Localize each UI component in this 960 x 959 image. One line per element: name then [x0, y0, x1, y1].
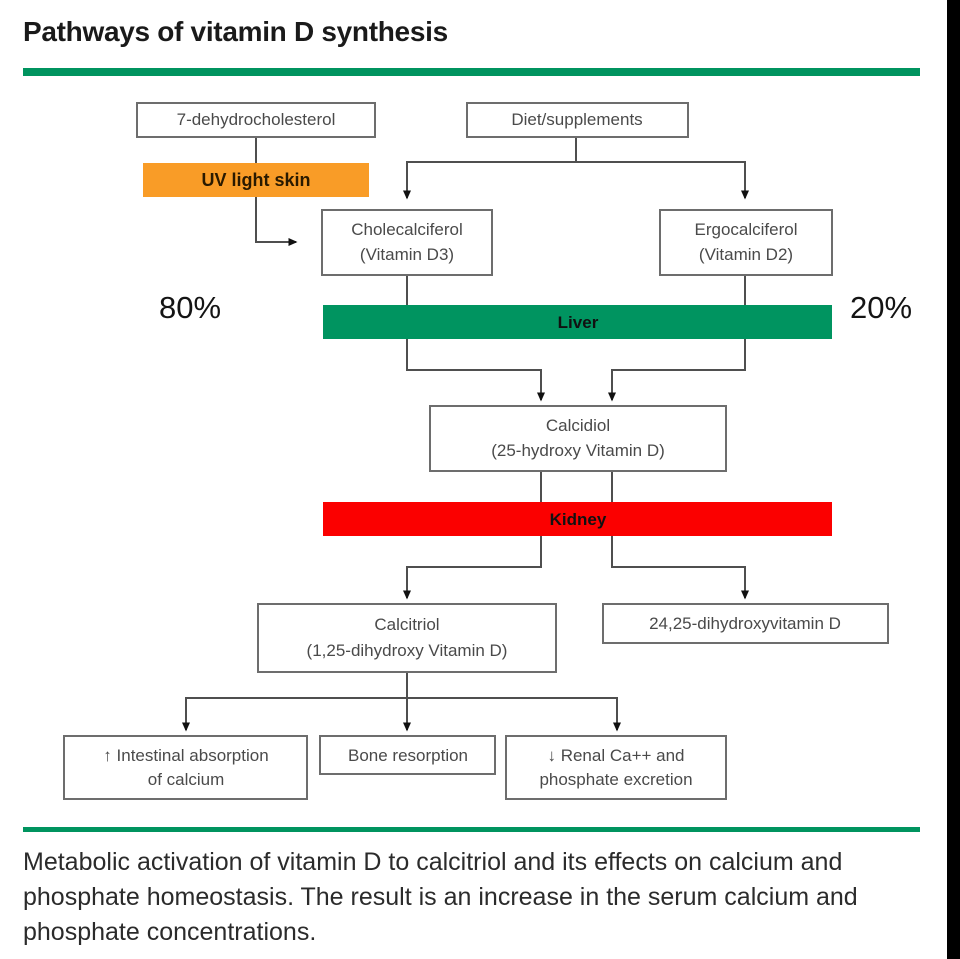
- node-label-line2: (1,25-dihydroxy Vitamin D): [307, 641, 508, 660]
- node-label-line1: Calcidiol: [546, 416, 610, 435]
- node-renal-excretion[interactable]: ↓ Renal Ca++ and phosphate excretion: [505, 735, 727, 800]
- annotation-20-percent: 20%: [850, 290, 913, 325]
- node-label-line2: (25-hydroxy Vitamin D): [491, 441, 665, 460]
- node-label-line1: Ergocalciferol: [695, 220, 798, 239]
- page-title: Pathways of vitamin D synthesis: [23, 16, 448, 47]
- node-label-line2: of calcium: [148, 770, 225, 789]
- node-calcitriol[interactable]: Calcitriol (1,25-dihydroxy Vitamin D): [257, 603, 557, 673]
- connector-diet-split: [403, 137, 577, 200]
- node-label-line1: Calcitriol: [374, 615, 439, 634]
- bar-liver[interactable]: Liver: [323, 305, 832, 339]
- node-label-line1: ↑ Intestinal absorption: [103, 746, 268, 765]
- right-edge-strip: [947, 0, 960, 959]
- divider-bottom: [23, 827, 920, 832]
- bar-label: Kidney: [550, 510, 607, 529]
- vitamin-d-flowchart: 7-dehydrocholesterol Diet/supplements UV…: [0, 80, 947, 825]
- connector-diet-to-ergocalciferol: [576, 161, 749, 200]
- node-ergocalciferol[interactable]: Ergocalciferol (Vitamin D2): [659, 209, 833, 276]
- bar-uv-light-skin[interactable]: UV light skin: [143, 163, 369, 197]
- annotation-80-percent: 80%: [159, 290, 222, 325]
- node-label-line1: ↓ Renal Ca++ and: [547, 746, 684, 765]
- bar-label: UV light skin: [201, 170, 310, 190]
- node-label: Bone resorption: [348, 746, 468, 765]
- divider-top: [23, 68, 920, 76]
- node-cholecalciferol[interactable]: Cholecalciferol (Vitamin D3): [321, 209, 493, 276]
- node-bone-resorption[interactable]: Bone resorption: [319, 735, 496, 775]
- node-diet-supplements[interactable]: Diet/supplements: [466, 102, 689, 138]
- bar-kidney[interactable]: Kidney: [323, 502, 832, 536]
- node-intestinal-absorption[interactable]: ↑ Intestinal absorption of calcium: [63, 735, 308, 800]
- connector-kidney-to-dihydroxyvitamin: [611, 536, 749, 600]
- connector-liver-left-to-calcidiol: [406, 339, 545, 402]
- connector-kidney-to-calcitriol: [403, 536, 542, 600]
- node-label-line2: (Vitamin D2): [699, 245, 793, 264]
- node-dihydroxyvitamin[interactable]: 24,25-dihydroxyvitamin D: [602, 603, 889, 644]
- node-label-line1: Cholecalciferol: [351, 220, 463, 239]
- node-label-line2: (Vitamin D3): [360, 245, 454, 264]
- node-label: 7-dehydrocholesterol: [177, 110, 336, 129]
- node-label: Diet/supplements: [511, 110, 642, 129]
- connector-liver-right-to-calcidiol: [608, 339, 746, 402]
- slide-caption: Metabolic activation of vitamin D to cal…: [23, 848, 858, 946]
- node-label-line2: phosphate excretion: [539, 770, 692, 789]
- node-calcidiol[interactable]: Calcidiol (25-hydroxy Vitamin D): [429, 405, 727, 472]
- connector-effect-left: [182, 697, 407, 732]
- node-dehydrocholesterol[interactable]: 7-dehydrocholesterol: [136, 102, 376, 138]
- connector-effect-right: [407, 697, 621, 732]
- bar-label: Liver: [558, 313, 599, 332]
- node-label: 24,25-dihydroxyvitamin D: [649, 614, 841, 633]
